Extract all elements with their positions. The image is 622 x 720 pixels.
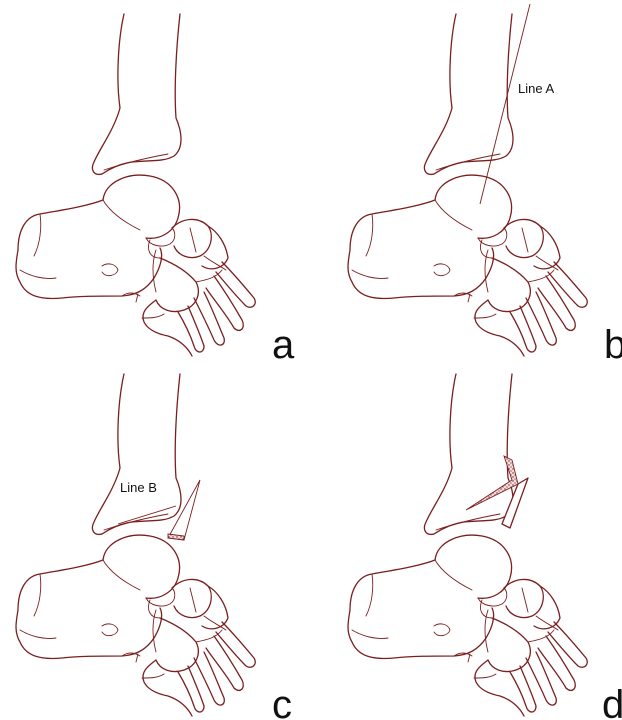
- panel-b: Line A b: [348, 4, 622, 367]
- panel-letter-b: b: [604, 323, 622, 367]
- panel-a: a: [16, 14, 295, 367]
- panel-c: Line B c: [16, 374, 292, 720]
- panel-letter-c: c: [272, 683, 292, 720]
- removed-wedge: [168, 480, 200, 540]
- panel-d: d: [348, 374, 622, 720]
- line-a-label: Line A: [518, 81, 554, 96]
- line-b-label: Line B: [120, 480, 157, 495]
- panel-letter-d: d: [602, 683, 622, 720]
- line-a: [480, 4, 530, 204]
- panel-letter-a: a: [272, 323, 295, 367]
